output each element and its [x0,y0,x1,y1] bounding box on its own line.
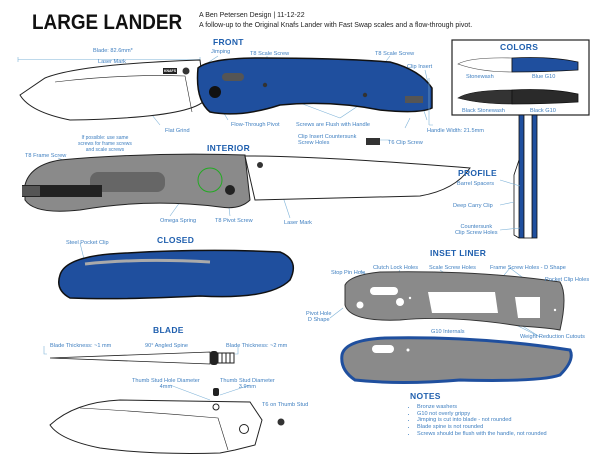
blade-spine-view [49,351,235,365]
screws-flush-label: Screws are Flush with Handle [296,122,370,128]
note-line: and scale screws [85,146,125,153]
closed-heading: CLOSED [157,235,195,245]
note-item: Blade spine is not rounded [417,424,547,431]
carry-clip-label: Deep Carry Clip [453,203,493,209]
color-blue-g10: Blue G10 [532,74,556,80]
notes-heading: NOTES [410,391,441,401]
interior-laser-mark-label: Laser Mark [284,220,312,226]
frame-holes-label: Frame Screw Holes - D Shape [490,265,566,271]
handle-width-label: Handle Width: 21.5mm [427,128,484,134]
countersunk-line-1: Clip Insert Countersunk [298,134,357,140]
page-title: LARGE LANDER [32,11,183,34]
omega-spring-label: Omega Spring [160,218,197,224]
countersunk-line-2: Screw Holes [298,140,330,147]
color-stonewash: Stonewash [466,74,494,80]
byline: A Ben Petersen Design | 11-12-22 [199,12,305,19]
clip-holes-label: Pocket Clip Holes [545,277,590,283]
scale-screw-label-1: T8 Scale Screw [250,51,290,57]
interior-heading: INTERIOR [207,143,251,153]
note-line: If possible: use same [81,135,129,141]
pocket-clip-label: Steel Pocket Clip [66,240,109,246]
thickness-tip-label: Blade Thickness: ~1 mm [50,343,112,349]
note-line: screws for frame screws [78,140,132,147]
note-item: Jimping is cut into blade - not rounded [417,417,547,424]
thickness-spine-label: Blade Thickness: ~2 mm [226,343,288,349]
pivot-line-2: D Shape [307,317,330,324]
pivot-line-1: Pivot Hole [306,311,332,317]
interior-view [22,153,471,212]
profile-heading: PROFILE [458,168,497,178]
color-swatches [457,57,579,105]
stud-hole-line-1: Thumb Stud Hole Diameter [132,378,200,384]
profile-countersunk-line-2: Clip Screw Holes [455,230,498,237]
stud-line-2: 3.9mm [238,384,256,391]
jimping-label: Jimping [211,49,231,55]
cutouts-label: Weight Reduction Cutouts [520,334,585,340]
pivot-screw-label: T8 Pivot Screw [215,218,253,224]
knafs-logo: KNAFS [163,69,177,73]
note-item: Bronze washers [417,404,547,411]
front-heading: FRONT [213,37,244,47]
notes-list: Bronze washers G10 not overly grippy Jim… [408,404,547,438]
clutch-lock-label: Clutch Lock Holes [373,265,419,271]
flow-pivot-label: Flow-Through Pivot [231,122,280,128]
note-item: G10 not overly grippy [417,411,547,418]
g10-internals-label: G10 Internals [431,329,465,335]
inset-liner [340,271,573,384]
note-item: Screws should be flush with the handle, … [417,431,547,438]
inset-liner-heading: INSET LINER [430,248,487,258]
stop-pin-label: Stop Pin Hole [331,270,366,276]
profile-view [499,114,538,239]
t6-stud-label: T6 on Thumb Stud [262,402,309,408]
color-black-stonewash: Black Stonewash [462,108,505,114]
clip-screw-label: T6 Clip Screw [388,140,423,146]
clip-insert-label: Clip Insert [407,64,433,70]
scale-screw-label-2: T8 Scale Screw [375,51,415,57]
front-view [19,57,433,145]
color-black-g10: Black G10 [530,108,556,114]
profile-countersunk-line-1: Countersunk [460,224,493,230]
colors-heading: COLORS [500,42,539,52]
spine-label: 90° Angled Spine [145,343,188,349]
scale-holes-label: Scale Screw Holes [429,265,476,271]
blade-heading: BLADE [153,325,184,335]
blade-side-view [49,388,285,454]
closed-view [58,249,295,300]
description: A follow-up to the Original Knafs Lander… [199,22,473,29]
laser-mark-label: Laser Mark [98,59,126,65]
blade-length-label: Blade: 82.6mm* [93,48,133,54]
frame-screw-label: T8 Frame Screw [25,153,67,159]
stud-hole-line-2: 4mm [159,384,173,391]
flat-grind-label: Flat Grind [165,128,190,134]
stud-line-1: Thumb Stud Diameter [220,378,275,384]
barrel-spacers-label: Barrel Spacers [457,181,494,187]
